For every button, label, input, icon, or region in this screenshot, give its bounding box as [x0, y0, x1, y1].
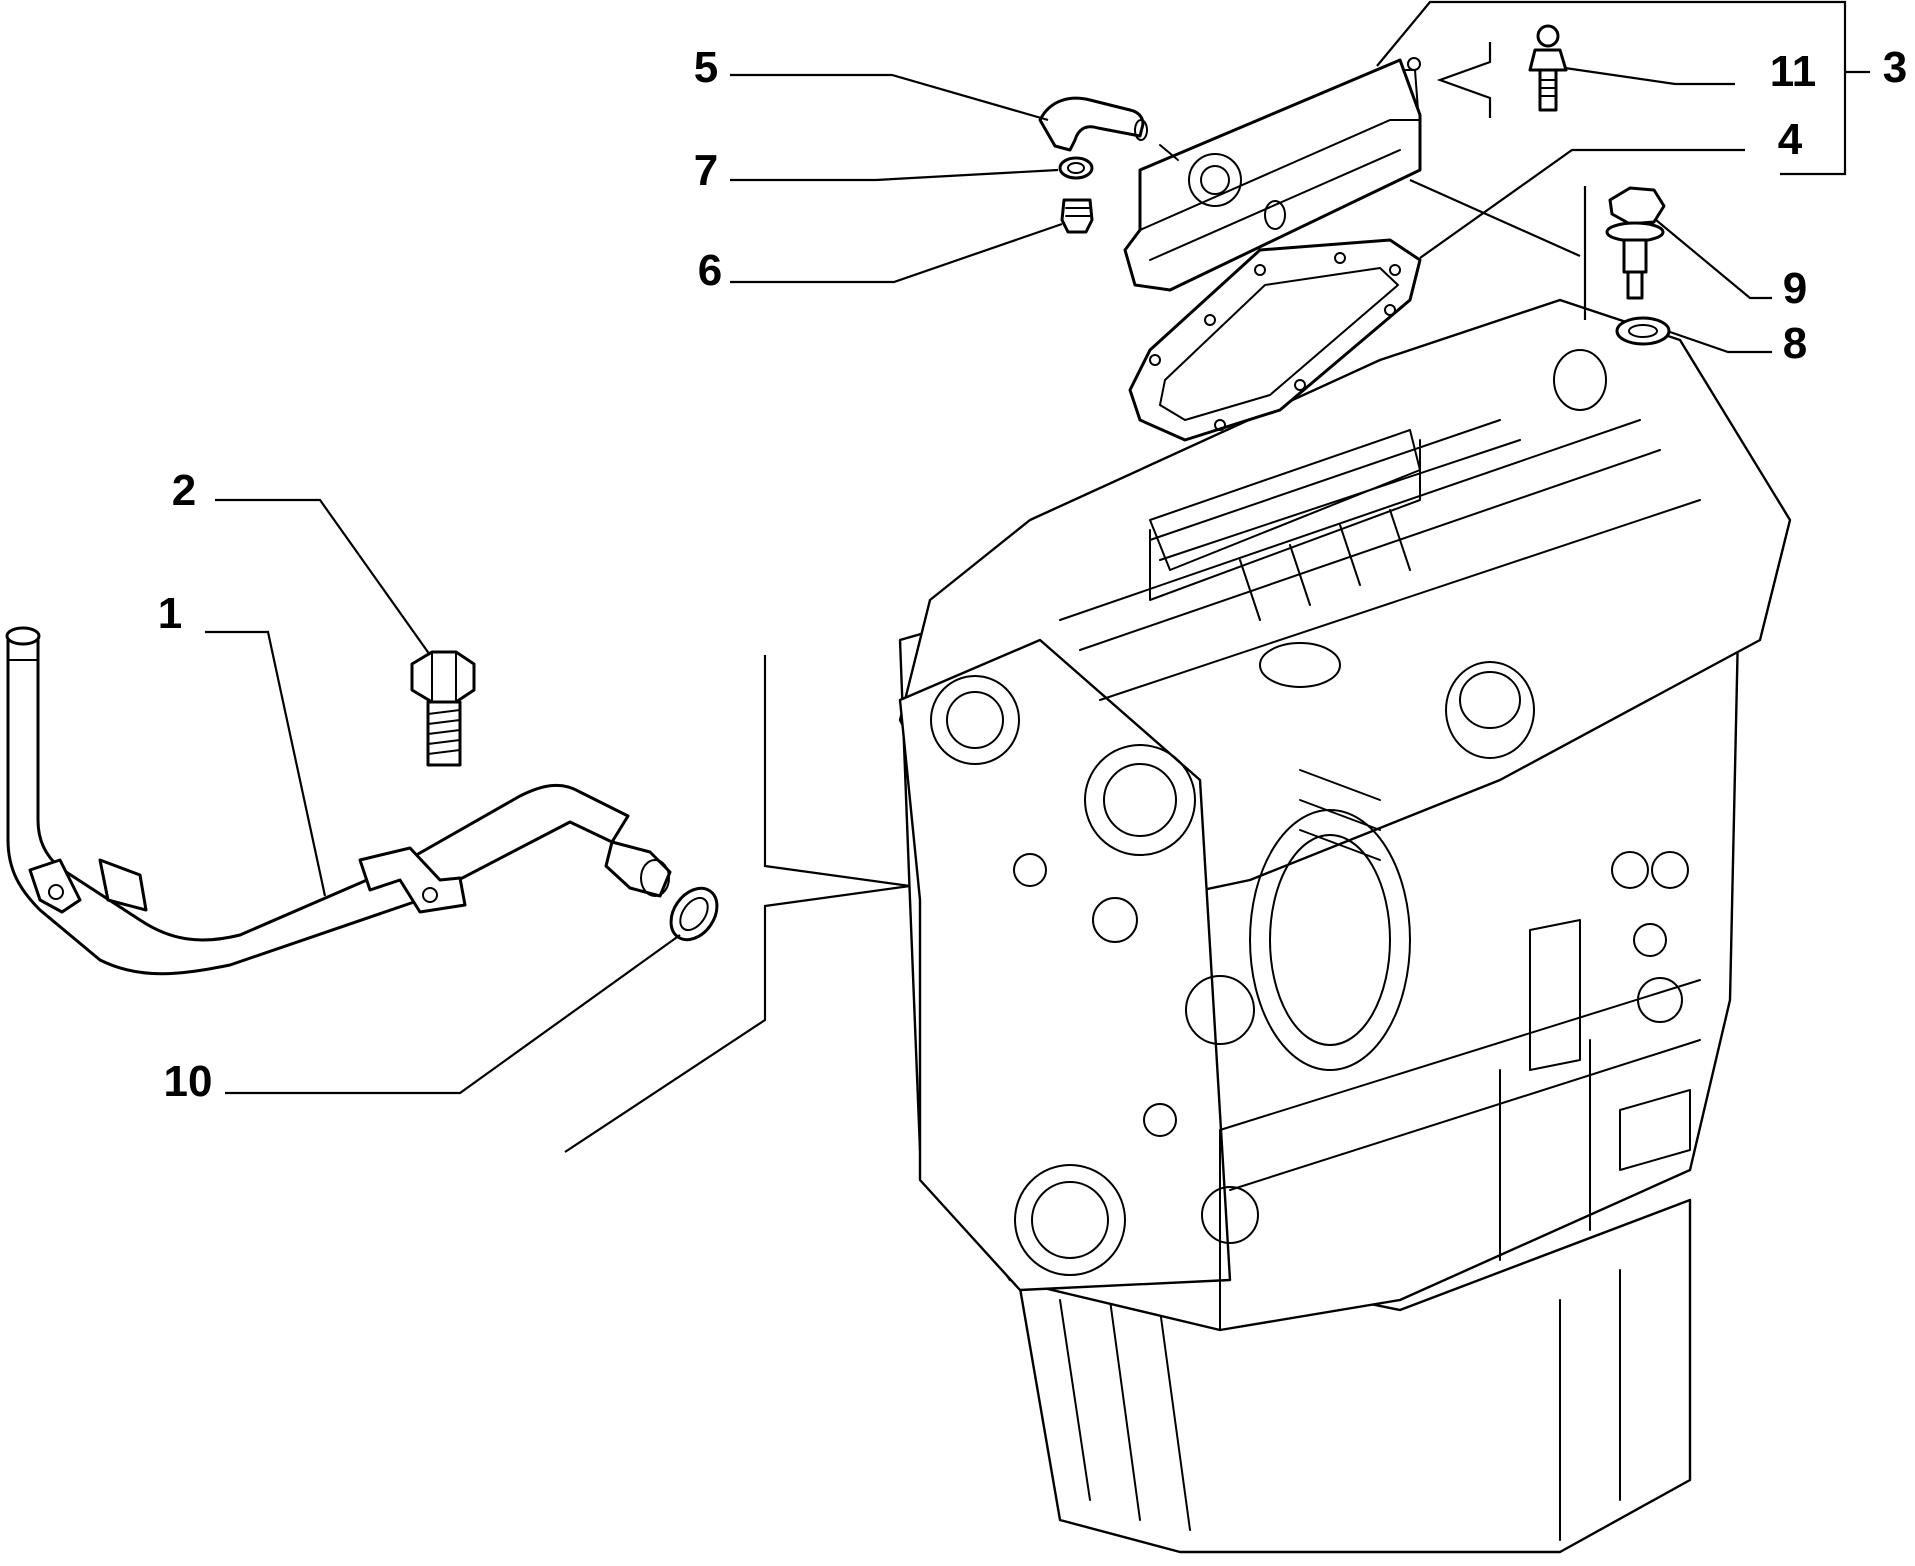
leader-11	[1564, 66, 1735, 86]
leader-7	[730, 168, 1059, 182]
callout-4: 4	[1778, 115, 1803, 164]
leader-6	[730, 222, 1063, 284]
callout-11: 11	[1770, 47, 1817, 96]
callout-7: 7	[694, 146, 718, 195]
callout-1: 1	[158, 589, 182, 638]
leader-10	[225, 934, 681, 1095]
engine-block	[898, 298, 1792, 1554]
callout-5: 5	[694, 43, 718, 92]
callout-3: 3	[1883, 43, 1907, 92]
leader-lines	[205, 0, 1870, 1095]
o-ring-seal	[669, 886, 719, 942]
leader-4	[1419, 148, 1745, 259]
valve-cover-gasket	[1128, 238, 1422, 442]
breather-fitting	[1060, 198, 1094, 234]
sealing-washer	[1615, 316, 1671, 346]
pipe-assembly	[5, 626, 672, 976]
callout-8: 8	[1783, 319, 1807, 368]
callout-6: 6	[698, 246, 722, 295]
leader-1	[205, 630, 327, 897]
leader-3	[1376, 0, 1870, 176]
callout-2: 2	[172, 466, 196, 515]
callout-10: 10	[164, 1057, 213, 1106]
cover-bolt	[1605, 186, 1666, 300]
leader-5	[730, 73, 1049, 122]
pipe-bolt	[410, 650, 476, 767]
callout-9: 9	[1783, 264, 1807, 313]
leader-8	[1669, 330, 1772, 354]
cover-stud	[1528, 24, 1568, 112]
hose-clamp	[1058, 156, 1094, 180]
assembly-indicator-lines	[564, 42, 1587, 1153]
callout-labels: 1 2 3 4 5 6 7 8 9 10 11	[158, 43, 1907, 1106]
breather-hose	[1038, 96, 1148, 152]
leader-2	[215, 498, 431, 656]
valve-cover	[1123, 57, 1422, 292]
leader-9	[1655, 219, 1772, 300]
